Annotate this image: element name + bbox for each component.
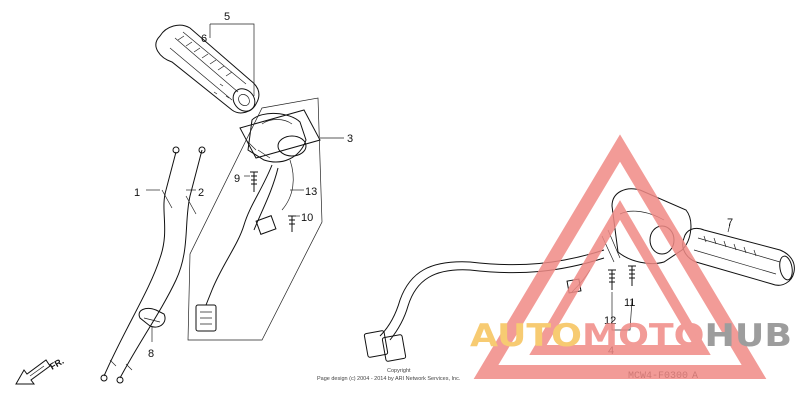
- watermark-moto: MOTO: [582, 318, 705, 354]
- watermark-hub: HUB: [705, 318, 792, 354]
- callout-labels: 5 6 3 1 2 9 13 10 8 7 11 12 4: [134, 11, 733, 360]
- callout-2: 2: [198, 187, 204, 199]
- callout-1: 1: [134, 187, 140, 199]
- cable-clip: [138, 307, 166, 328]
- callout-11: 11: [624, 297, 635, 309]
- callout-12: 12: [604, 315, 616, 327]
- callout-9: 9: [234, 173, 240, 185]
- callout-7: 7: [727, 217, 733, 229]
- callout-8: 8: [148, 348, 154, 360]
- left-bracket-frame: [187, 97, 323, 341]
- leader-lines: [146, 23, 731, 342]
- copyright-line-1: Copyright: [387, 368, 411, 374]
- left-grip: [155, 24, 260, 114]
- watermark-triangle-outer: [473, 134, 767, 379]
- callout-6: 6: [201, 33, 207, 45]
- callout-5: 5: [224, 11, 230, 23]
- front-arrow-icon: [15, 359, 51, 385]
- left-switch-assembly: [195, 109, 321, 332]
- watermark-triangle-inner: [529, 200, 711, 355]
- watermark-auto: AUTO: [470, 318, 582, 354]
- front-label: FR.: [48, 356, 66, 372]
- throttle-cables: [100, 146, 206, 384]
- callout-13: 13: [305, 186, 317, 198]
- callout-10: 10: [301, 212, 313, 224]
- front-direction-indicator: FR.: [15, 356, 66, 385]
- copyright-line-2: Page design (c) 2004 - 2014 by ARI Netwo…: [317, 376, 461, 382]
- callout-3: 3: [347, 133, 353, 145]
